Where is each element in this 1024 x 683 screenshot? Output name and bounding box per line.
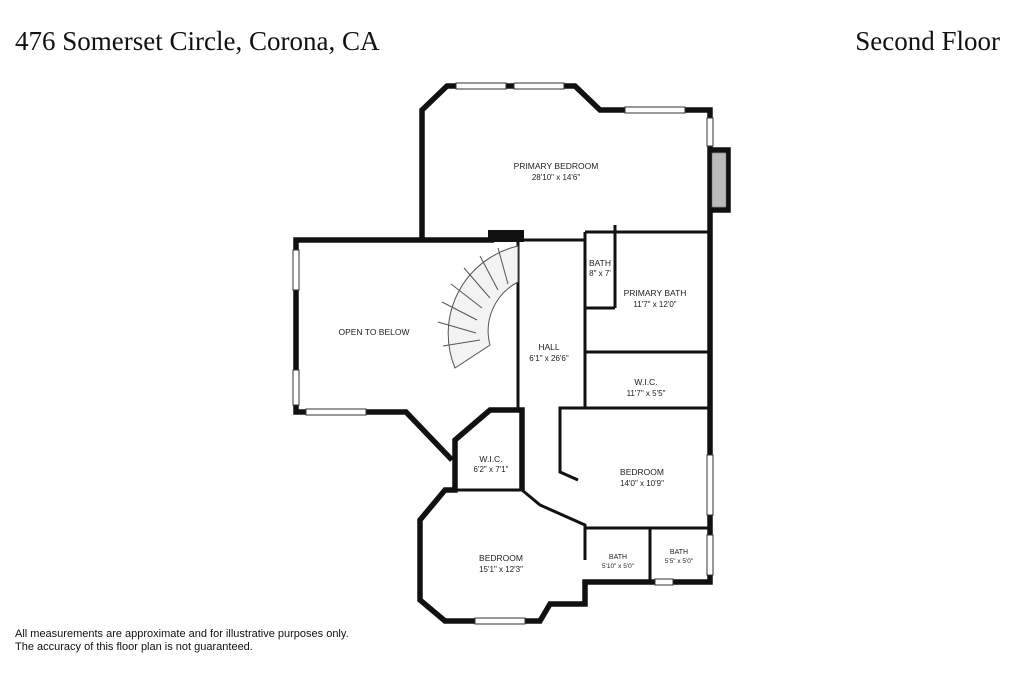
fireplace <box>711 152 727 208</box>
spiral-staircase <box>437 245 519 369</box>
bath-a-dims: 5'10" x 5'0" <box>602 563 635 570</box>
bedroom-south-name: BEDROOM <box>479 553 523 563</box>
address-title: 476 Somerset Circle, Corona, CA <box>15 26 380 56</box>
primary-bath-name: PRIMARY BATH <box>624 288 687 298</box>
wic-west-dims: 6'2" x 7'1" <box>474 465 509 474</box>
wic-east-dims: 11'7" x 5'5" <box>627 389 666 398</box>
primary-bath-dims: 11'7" x 12'0" <box>633 300 676 309</box>
windows <box>292 82 714 625</box>
bath-small-name: BATH <box>589 258 611 268</box>
disclaimer-line-1: All measurements are approximate and for… <box>15 628 349 640</box>
hall-name: HALL <box>538 342 560 352</box>
wic-west-name: W.I.C. <box>479 454 502 464</box>
room-labels: PRIMARY BEDROOM 28'10" x 14'6" OPEN TO B… <box>338 161 693 574</box>
bedroom-east-dims: 14'0" x 10'9" <box>620 479 664 488</box>
open-to-below-name: OPEN TO BELOW <box>338 327 409 337</box>
interior-walls <box>455 225 710 582</box>
bath-b-dims: 5'5" x 5'0" <box>665 558 694 565</box>
primary-bedroom-name: PRIMARY BEDROOM <box>514 161 599 171</box>
bedroom-south-dims: 15'1" x 12'3" <box>479 565 523 574</box>
bedroom-east-name: BEDROOM <box>620 467 664 477</box>
bath-b-name: BATH <box>670 549 688 556</box>
hall-dims: 6'1" x 26'6" <box>529 354 569 363</box>
primary-bedroom-dims: 28'10" x 14'6" <box>532 173 580 182</box>
chimney-block <box>488 230 524 242</box>
wic-east-name: W.I.C. <box>634 377 657 387</box>
floor-title: Second Floor <box>855 26 1000 56</box>
bath-a-name: BATH <box>609 554 627 561</box>
disclaimer-line-2: The accuracy of this floor plan is not g… <box>15 641 253 653</box>
bath-small-dims: 8" x 7' <box>589 269 611 278</box>
